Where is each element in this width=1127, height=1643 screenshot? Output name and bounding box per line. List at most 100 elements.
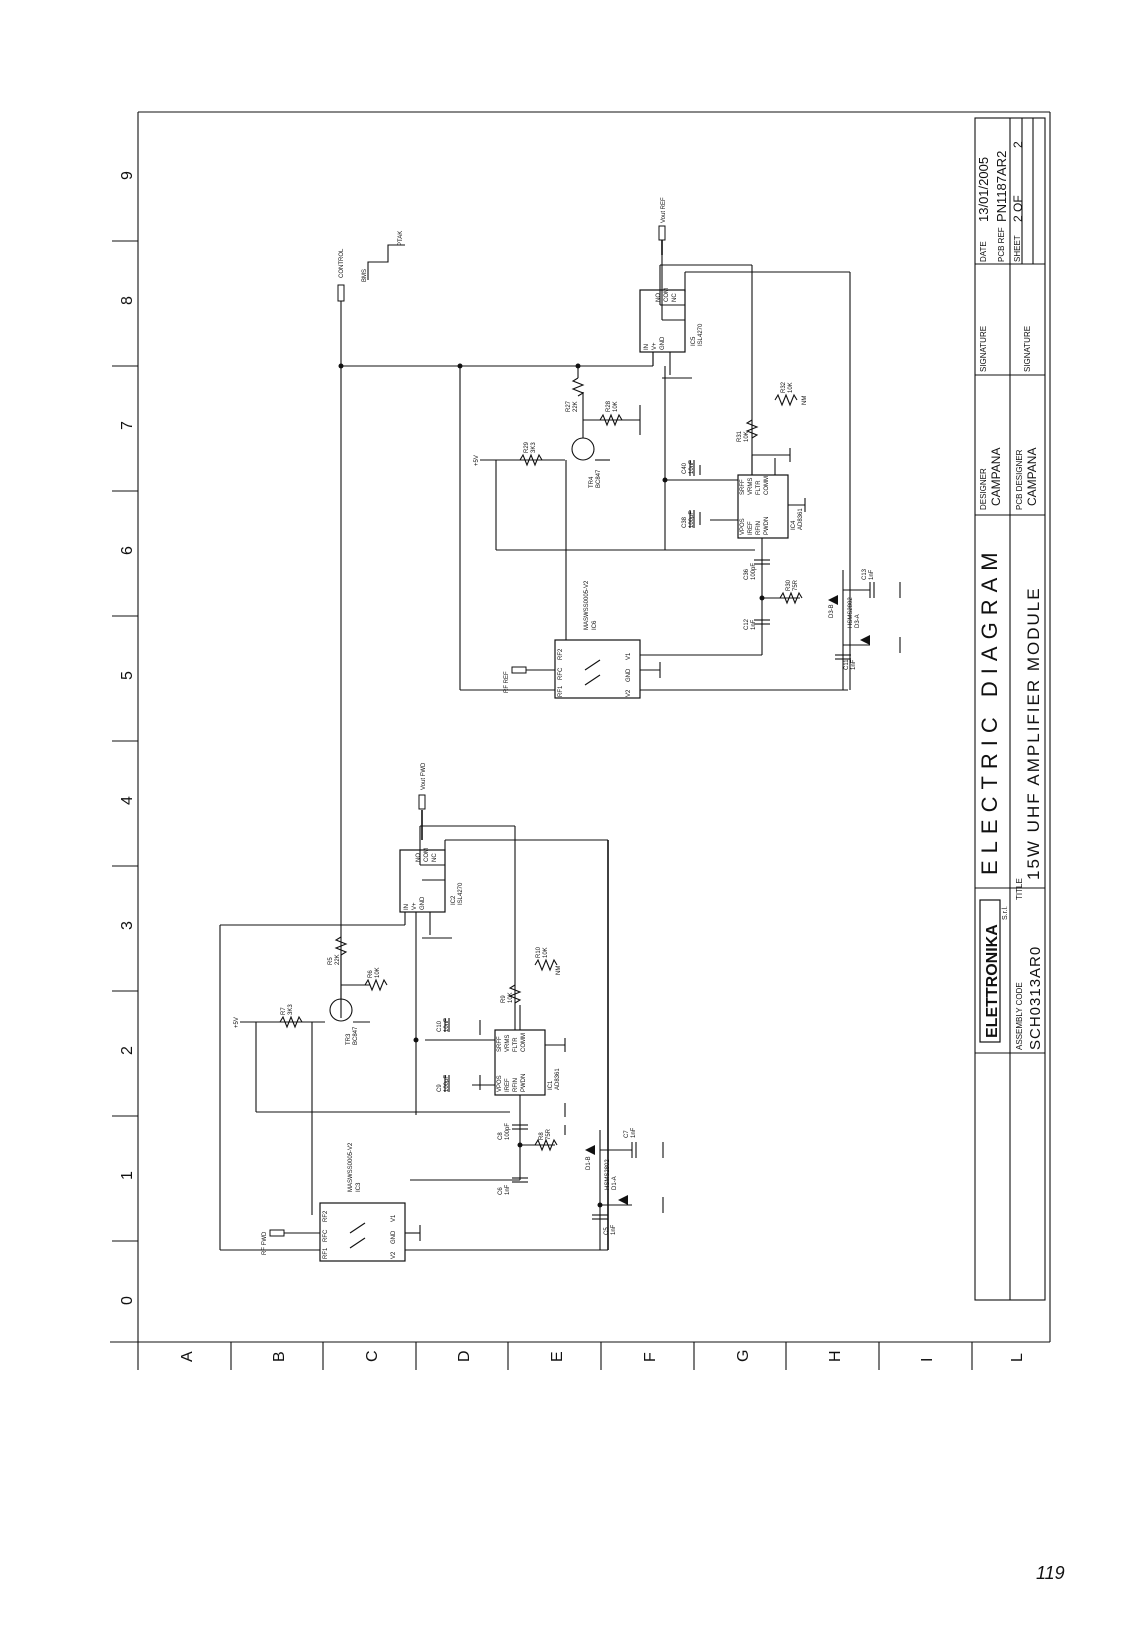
ic1-pin: FLTR bbox=[513, 1037, 519, 1052]
r5-label: R5 bbox=[328, 957, 334, 965]
grid-number: 6 bbox=[119, 546, 136, 555]
circuit-wiring bbox=[219, 225, 901, 1262]
c38-label: C38 bbox=[682, 516, 688, 528]
ic3-pin: RF2 bbox=[323, 1210, 329, 1222]
pcb-signature-label: SIGNATURE bbox=[1023, 326, 1032, 372]
ic5-pin: NO bbox=[656, 293, 662, 302]
grid-number: 1 bbox=[119, 1171, 136, 1180]
date-value: 13/01/2005 bbox=[976, 157, 991, 222]
c10-value: 10nF bbox=[444, 1018, 450, 1032]
r30-value: 75R bbox=[793, 579, 799, 591]
d3b-label: D3-B bbox=[829, 604, 835, 618]
ic6-body bbox=[554, 639, 641, 699]
c9-label: C9 bbox=[437, 1084, 443, 1092]
diagram-title: ELECTRIC DIAGRAM bbox=[977, 545, 1002, 875]
d3a-label: D3-A bbox=[855, 614, 861, 628]
c5-label: C5 bbox=[604, 1227, 610, 1235]
ic6-part: MASWSS0005-V2 bbox=[584, 580, 590, 630]
c40-value: 10nF bbox=[689, 460, 695, 474]
ic6-pin: RFC bbox=[558, 667, 564, 680]
ic1-part: AD8361 bbox=[555, 1068, 561, 1090]
grid-number: 9 bbox=[119, 171, 136, 180]
grid-number: 8 bbox=[119, 296, 136, 305]
grid-letter: G bbox=[735, 1350, 752, 1362]
r31-value: 10K bbox=[744, 431, 750, 442]
ic4-label: IC4 bbox=[791, 520, 797, 530]
ic4-pin: FLTR bbox=[756, 480, 762, 495]
c7-label: C7 bbox=[624, 1130, 630, 1138]
page-number: 119 bbox=[1036, 1563, 1065, 1583]
ic3-body bbox=[319, 1202, 406, 1262]
tr4-symbol bbox=[571, 437, 595, 461]
d1a-label: D1-A bbox=[612, 1176, 618, 1190]
c8-label: C8 bbox=[498, 1132, 504, 1140]
grid-letter: E bbox=[549, 1351, 566, 1362]
c9-value: 100pF bbox=[444, 1075, 450, 1092]
ic3-part: MASWSS0005-V2 bbox=[348, 1142, 354, 1192]
r7-label: R7 bbox=[281, 1007, 287, 1015]
ic2-part: ISL4270 bbox=[458, 882, 464, 905]
tr3-label: TR3 bbox=[346, 1033, 352, 1045]
ic6-pin: V1 bbox=[626, 652, 632, 660]
ic2-pin: NO bbox=[416, 853, 422, 862]
designer-label: DESIGNER bbox=[979, 468, 988, 510]
c12-label: C12 bbox=[744, 618, 750, 630]
grid-number: 2 bbox=[119, 1046, 136, 1055]
plus5v-label: +5V bbox=[474, 455, 480, 466]
c8-value: 100pF bbox=[505, 1123, 511, 1140]
c40-label: C40 bbox=[682, 462, 688, 474]
grid-letter: H bbox=[827, 1350, 844, 1362]
tr4-label: TR4 bbox=[589, 476, 595, 488]
ic1-pin: SRFF bbox=[497, 1036, 503, 1052]
grid-letter: F bbox=[642, 1352, 659, 1362]
d3-part: HSMS2802 bbox=[848, 597, 854, 628]
ic1-pin: IREF bbox=[505, 1078, 511, 1092]
r6-label: R6 bbox=[368, 970, 374, 978]
r30-label: R30 bbox=[786, 579, 792, 591]
tr3-part: BC847 bbox=[353, 1026, 359, 1045]
ic1-label: IC1 bbox=[548, 1080, 554, 1090]
component-labels: CONTROL BMS PTAK Vout REF Vout FWD RF RE… bbox=[234, 197, 875, 1259]
r10-label: R10 bbox=[536, 946, 542, 958]
ic6-pin: GND bbox=[626, 668, 632, 682]
c11-value: 1nF bbox=[851, 659, 857, 670]
ic5-pin: GND bbox=[660, 336, 666, 350]
r27-label: R27 bbox=[566, 400, 572, 412]
designer-value: CAMPANA bbox=[989, 448, 1003, 506]
ic4-pin: VRMS bbox=[748, 478, 754, 495]
elettronika-logo: ELETTRONIKA S.r.l. bbox=[979, 899, 1009, 1043]
c6-value: 1nF bbox=[505, 1184, 511, 1195]
ic4-pin: VPOS bbox=[740, 518, 746, 535]
logo-text: ELETTRONIKA bbox=[984, 924, 1001, 1038]
ic1-pin: VRMS bbox=[505, 1035, 511, 1052]
sheet-frame bbox=[110, 111, 1051, 1370]
d1b-label: D1-B bbox=[586, 1156, 592, 1170]
ic1-pin: PWDN bbox=[521, 1074, 527, 1092]
ic1-pin: VPOS bbox=[497, 1075, 503, 1092]
r10-nm: NM bbox=[556, 966, 562, 975]
logo-suffix: S.r.l. bbox=[1002, 906, 1009, 920]
ic2-pin: IN bbox=[404, 904, 410, 910]
ic3-pin: GND bbox=[391, 1230, 397, 1244]
ic3-label: IC3 bbox=[356, 1182, 362, 1192]
c38-value: 100pF bbox=[689, 511, 695, 528]
r28-label: R28 bbox=[606, 400, 612, 412]
ic6-pin: RF1 bbox=[558, 685, 564, 697]
signature-label: SIGNATURE bbox=[979, 326, 988, 372]
r31-label: R31 bbox=[737, 430, 743, 442]
grid-number: 7 bbox=[119, 421, 136, 430]
ic1-pin: RFIN bbox=[513, 1078, 519, 1092]
sheet-label: SHEET bbox=[1013, 235, 1022, 262]
ptak-label: PTAK bbox=[398, 231, 404, 246]
r32-nm: NM bbox=[802, 396, 808, 405]
c36-label: C36 bbox=[744, 568, 750, 580]
grid-letter: I bbox=[919, 1358, 936, 1362]
grid-number: 3 bbox=[119, 921, 136, 930]
ic5-pin: NC bbox=[672, 293, 678, 302]
ic3-pin: V2 bbox=[391, 1251, 397, 1259]
grid-numbers: 9 8 7 6 5 4 3 2 1 0 bbox=[119, 171, 136, 1305]
ic4-pin: SRFF bbox=[740, 479, 746, 495]
r27-value: 22K bbox=[573, 401, 579, 412]
rf-ref-label: RF REF bbox=[504, 671, 510, 693]
